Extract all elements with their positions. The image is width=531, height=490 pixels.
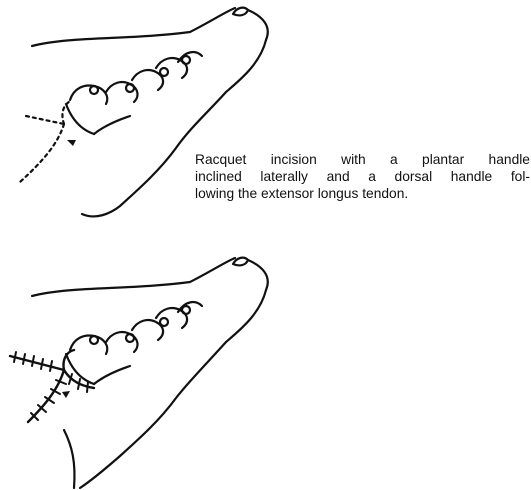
top-knuckle-1: [70, 86, 107, 104]
bottom-knuckle-3: [132, 320, 163, 340]
top-joint-marker-3: [160, 68, 168, 76]
bottom-interdigital-stroke: [94, 366, 130, 384]
bottom-dorsal-outline: [32, 258, 235, 296]
figure-caption: Racquet incision with a plantar handle i…: [195, 151, 530, 202]
bottom-joint-marker-1: [90, 336, 98, 344]
bottom-toe-illustration: [10, 258, 268, 488]
top-medial-stroke: [66, 104, 94, 134]
bottom-suture-dorsal-handle: [10, 356, 64, 370]
top-toe-tip: [248, 10, 268, 40]
caption-line-3: lowing the extensor longus tendon.: [195, 185, 530, 202]
top-joint-marker-4: [182, 56, 190, 64]
top-knuckle-3: [132, 70, 163, 90]
bottom-lateral-contour: [64, 430, 75, 488]
caption-line-1: Racquet incision with a plantar handle: [195, 151, 530, 168]
caption-line-2: inclined laterally and a dorsal handle f…: [195, 168, 530, 185]
bottom-joint-marker-4: [182, 306, 190, 314]
top-arrowhead: [67, 140, 76, 146]
bottom-arrowhead: [62, 391, 70, 398]
bottom-stitches: [14, 352, 88, 420]
top-incision-dorsal-handle: [26, 116, 64, 124]
top-interdigital-stroke: [94, 116, 130, 134]
bottom-joint-marker-3: [160, 318, 168, 326]
bottom-plantar-outline: [80, 290, 266, 488]
bottom-toe-tip: [248, 260, 268, 290]
top-joint-marker-1: [90, 86, 98, 94]
top-dorsal-outline: [32, 8, 235, 46]
bottom-knuckle-1: [70, 336, 107, 354]
top-incision-plantar-handle: [20, 124, 64, 182]
